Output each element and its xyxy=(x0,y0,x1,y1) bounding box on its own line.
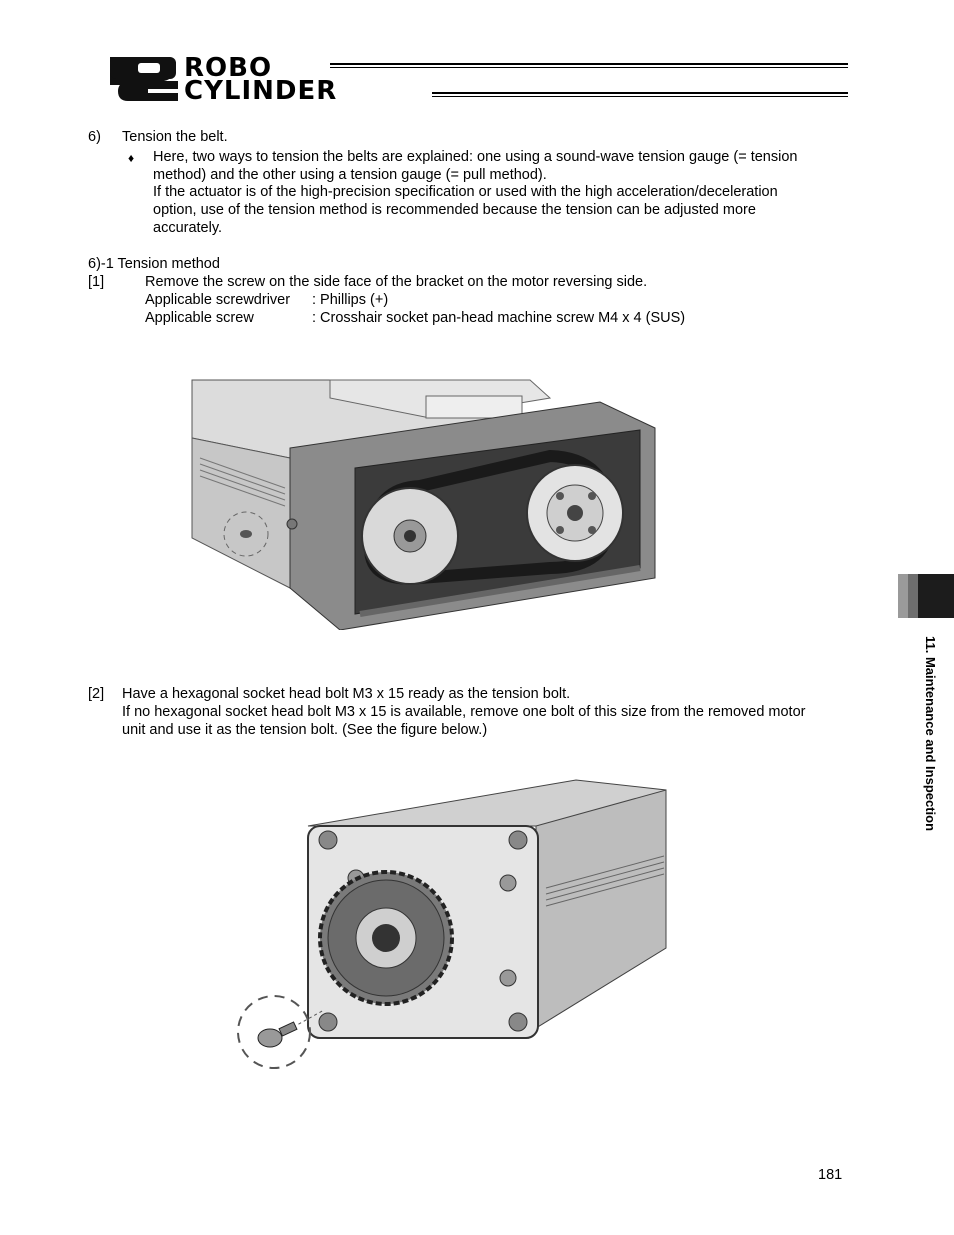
item1-text: Remove the screw on the side face of the… xyxy=(145,274,648,290)
step6-number: 6) xyxy=(88,129,101,145)
section-title: 6)-1 Tension method xyxy=(88,256,220,272)
chapter-label: 11. Maintenance and Inspection xyxy=(920,636,940,876)
chapter-label-text: 11. Maintenance and Inspection xyxy=(923,636,938,832)
item2-line-2: If no hexagonal socket head bolt M3 x 15… xyxy=(122,704,806,720)
page-number: 181 xyxy=(818,1167,843,1183)
step6-line-1: Here, two ways to tension the belts are … xyxy=(153,149,798,165)
logo-text-cylinder: CYLINDER xyxy=(184,76,338,106)
screw-label: Applicable screw xyxy=(145,310,254,326)
bracket-belt-figure xyxy=(190,378,660,631)
header-rule-top xyxy=(330,63,848,65)
screwdriver-label: Applicable screwdriver xyxy=(145,292,291,308)
step6-line-5: accurately. xyxy=(153,220,223,236)
item1-number: [1] xyxy=(88,274,105,290)
screw-value: : Crosshair socket pan-head machine scre… xyxy=(312,310,686,326)
item2-line-1: Have a hexagonal socket head bolt M3 x 1… xyxy=(122,686,571,702)
chapter-tab-mid xyxy=(908,574,918,618)
motor-unit-figure xyxy=(236,778,668,1070)
item2-line-3: unit and use it as the tension bolt. (Se… xyxy=(122,722,488,738)
header-rule-bottom-thin xyxy=(432,96,848,97)
screwdriver-value: : Phillips (+) xyxy=(312,292,389,308)
bullet-icon: ♦ xyxy=(128,151,135,165)
chapter-tab-dark xyxy=(918,574,954,618)
step6-line-2: method) and the other using a tension ga… xyxy=(153,167,547,183)
rc-logo-mark xyxy=(110,57,178,101)
item2-number: [2] xyxy=(88,686,105,702)
chapter-tab-light xyxy=(898,574,908,618)
step6-heading: Tension the belt. xyxy=(122,129,228,145)
logo xyxy=(108,55,428,105)
logo-text-robo: ROBO xyxy=(184,53,273,83)
header-rule-bottom xyxy=(432,92,848,94)
step6-line-3: If the actuator is of the high-precision… xyxy=(153,184,778,200)
step6-line-4: option, use of the tension method is rec… xyxy=(153,202,756,218)
header-rule-top-thin xyxy=(330,67,848,68)
